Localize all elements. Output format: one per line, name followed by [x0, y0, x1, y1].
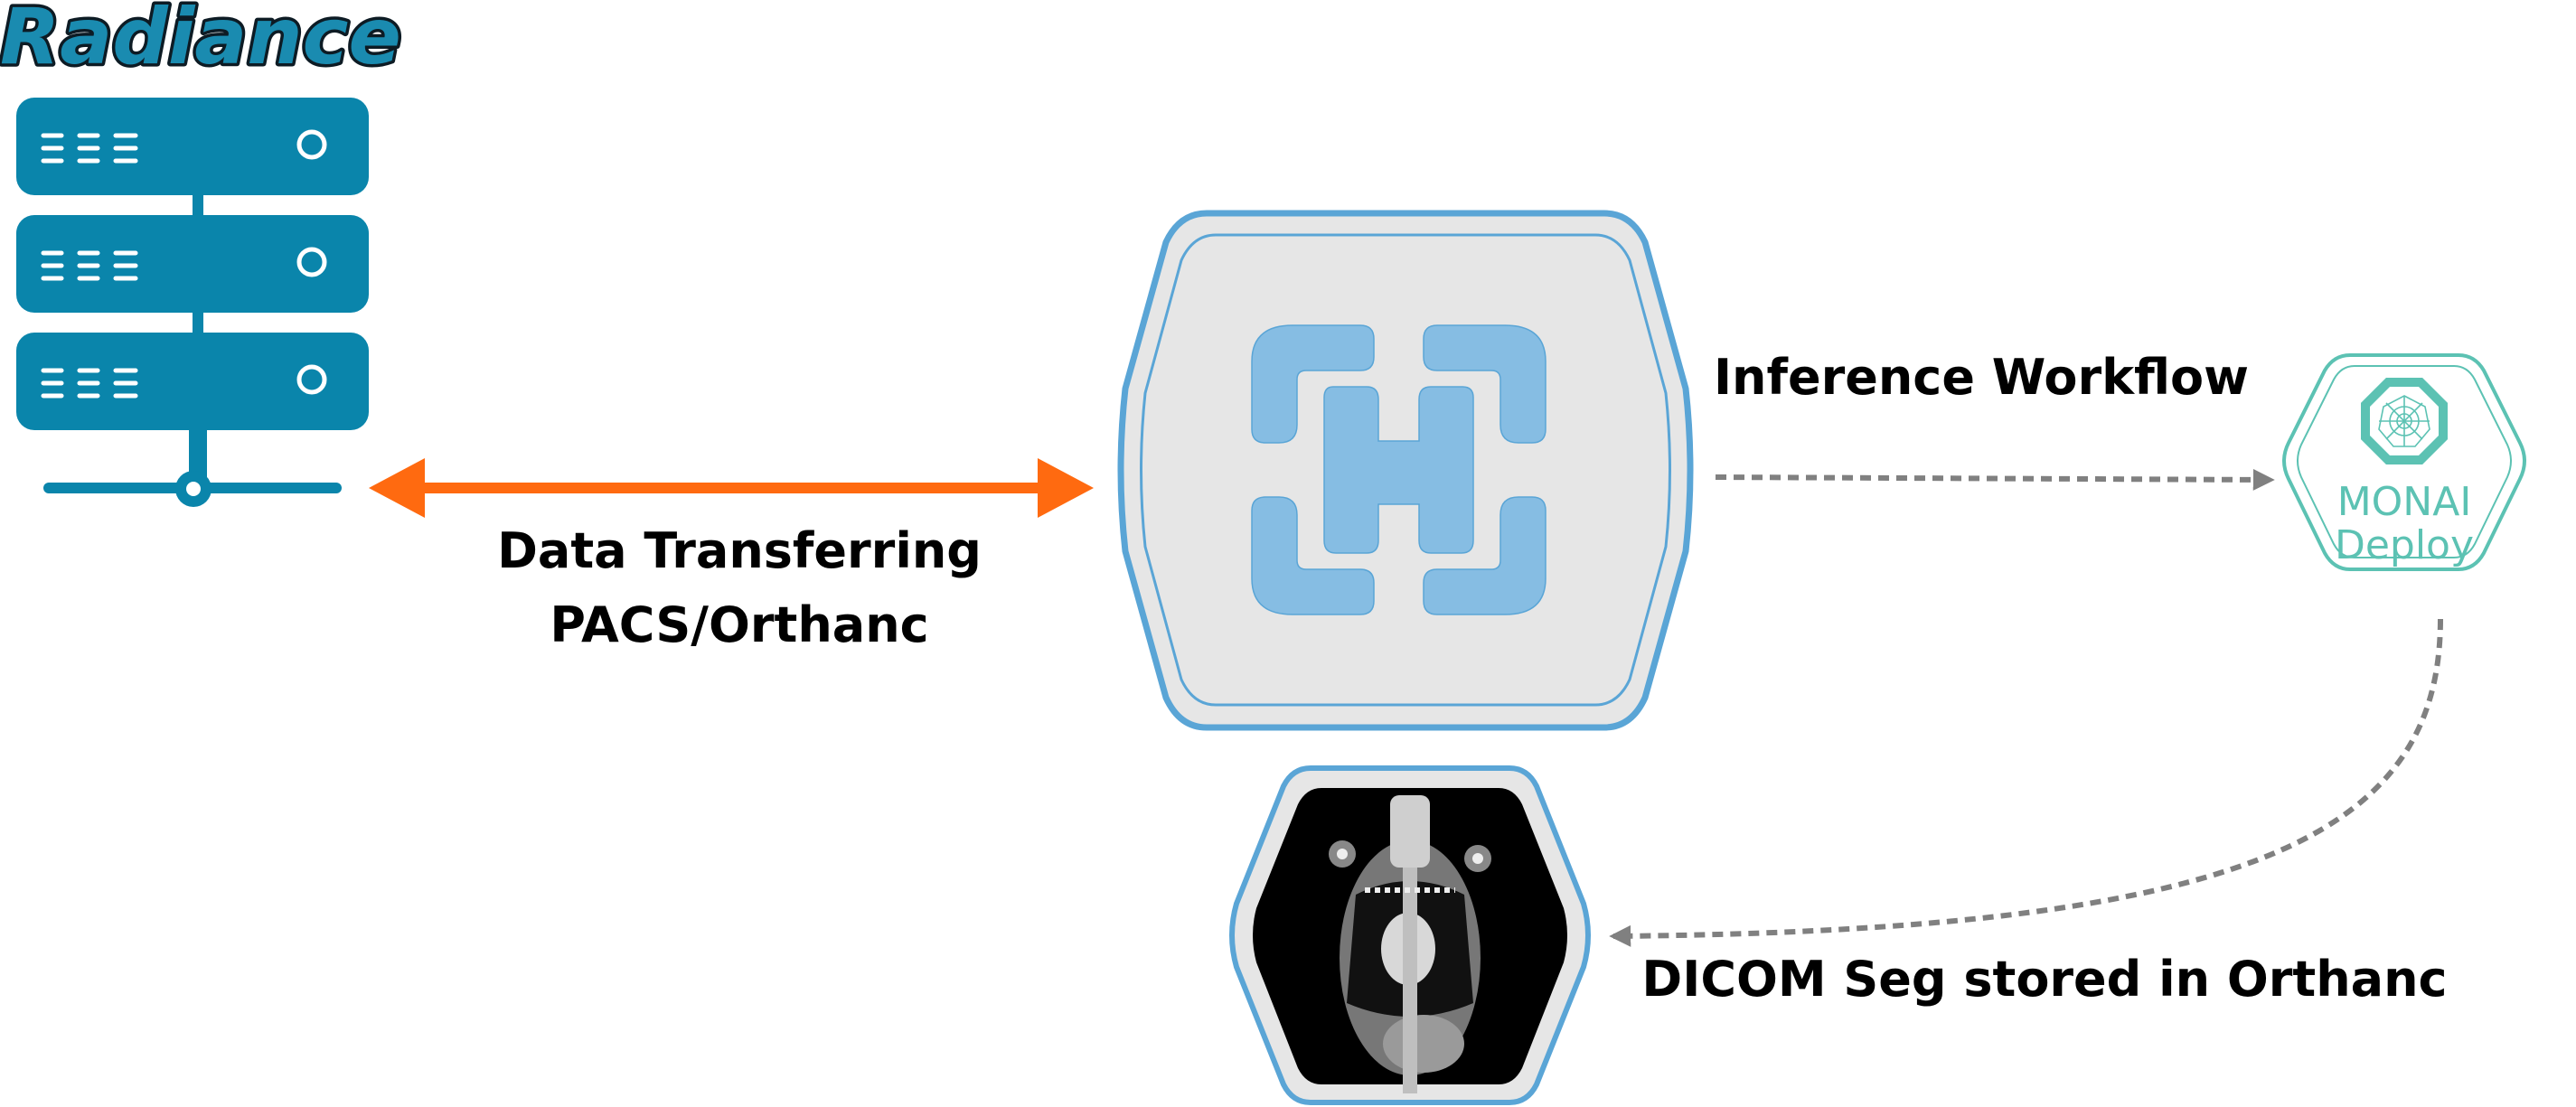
inference-label: Inference Workflow: [1714, 349, 2249, 406]
server-stack-icon: [16, 98, 369, 507]
result-arrow: [1609, 618, 2443, 947]
result-label: DICOM Seg stored in Orthanc: [1641, 951, 2447, 1008]
transfer-label-line1: Data Transferring: [497, 522, 982, 579]
monai-label-line1: MONAI: [2337, 479, 2472, 525]
ct-scan-image: [1329, 795, 1491, 1093]
diagram-title: Radiance: [0, 0, 401, 82]
monai-logo-icon: [2361, 378, 2448, 464]
h-logo-icon: [1251, 324, 1547, 615]
inference-arrow: [1715, 468, 2275, 491]
transfer-label-line2: PACS/Orthanc: [550, 596, 928, 653]
transfer-arrow: [369, 458, 1094, 518]
monai-label-line2: Deploy: [2335, 522, 2474, 568]
